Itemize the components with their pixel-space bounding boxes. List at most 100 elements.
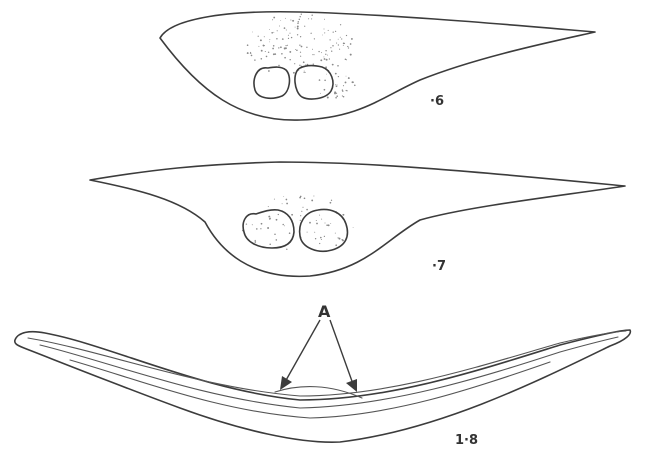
stipple-dot: [324, 19, 325, 20]
stipple-dot: [285, 18, 286, 19]
stipple-dot: [319, 79, 321, 81]
stipple-dot: [307, 232, 308, 233]
stipple-dot: [324, 89, 326, 91]
stipple-dot: [314, 232, 315, 233]
stipple-dot: [338, 237, 339, 238]
stipple-dot: [343, 85, 344, 86]
stipple-dot: [272, 48, 274, 50]
stipple-dot: [267, 227, 269, 229]
stipple-dot: [350, 54, 352, 56]
stipple-dot: [348, 47, 349, 48]
stipple-dot: [298, 21, 299, 22]
stipple-dot: [278, 47, 279, 48]
stipple-dot: [278, 214, 279, 215]
stipple-dot: [320, 59, 322, 61]
stipple-dot: [268, 206, 269, 207]
stipple-dot: [271, 32, 273, 34]
stipple-dot: [286, 203, 288, 205]
stipple-dot: [333, 31, 334, 32]
section-8-outline: [15, 330, 631, 442]
stipple-dot: [260, 39, 262, 41]
stipple-dot: [273, 53, 275, 55]
stipple-dot: [270, 218, 271, 219]
stipple-dot: [299, 19, 300, 20]
stipple-dot: [335, 97, 337, 99]
stipple-dot: [335, 31, 336, 32]
stipple-dot: [276, 38, 278, 40]
section-6-stipple: [247, 14, 356, 99]
stipple-dot: [336, 95, 338, 97]
stipple-dot: [292, 20, 294, 22]
stipple-dot: [322, 35, 323, 36]
stipple-dot: [350, 43, 352, 45]
stipple-dot: [344, 43, 345, 44]
section-7-left-cavity: [243, 210, 294, 248]
stipple-dot: [335, 244, 337, 246]
stipple-dot: [311, 33, 312, 34]
pointer-a-left: [285, 320, 320, 382]
stipple-dot: [330, 47, 331, 48]
stipple-dot: [280, 46, 282, 48]
stipple-dot: [289, 59, 290, 60]
stipple-dot: [297, 34, 298, 35]
stipple-dot: [281, 53, 283, 55]
pointer-a-right: [330, 320, 353, 384]
section-8-label: 1·8: [455, 433, 478, 448]
stipple-dot: [342, 214, 344, 216]
stipple-dot: [252, 32, 253, 33]
stipple-dot: [295, 49, 296, 50]
stipple-dot: [341, 38, 342, 39]
stipple-dot: [328, 30, 329, 31]
stipple-dot: [346, 76, 347, 77]
stipple-dot: [274, 234, 276, 236]
stipple-dot: [277, 30, 278, 31]
stipple-dot: [304, 26, 305, 27]
stipple-dot: [296, 49, 298, 51]
stipple-dot: [324, 58, 326, 60]
stipple-dot: [306, 47, 307, 48]
stipple-dot: [251, 55, 253, 57]
stipple-dot: [289, 232, 291, 234]
stipple-dot: [329, 39, 330, 40]
section-8: 1·8: [15, 330, 631, 448]
stipple-dot: [330, 202, 332, 204]
stipple-dot: [286, 249, 287, 250]
stipple-dot: [268, 70, 270, 72]
stipple-dot: [329, 58, 330, 59]
stipple-dot: [324, 29, 325, 30]
stipple-dot: [287, 45, 288, 46]
stipple-dot: [250, 52, 251, 53]
stipple-dot: [353, 227, 354, 228]
stipple-dot: [269, 244, 271, 246]
section-6-right-cavity: [295, 66, 333, 99]
stipple-dot: [314, 38, 315, 39]
stipple-dot: [311, 18, 312, 19]
stipple-dot: [313, 196, 314, 197]
stipple-dot: [300, 196, 302, 198]
stipple-dot: [332, 64, 334, 66]
stipple-dot: [300, 215, 301, 216]
stipple-dot: [328, 224, 330, 226]
stipple-dot: [300, 16, 301, 17]
stipple-dot: [280, 20, 281, 21]
section-6: ·6: [160, 12, 595, 120]
stipple-dot: [321, 219, 322, 220]
stipple-dot: [284, 27, 286, 29]
stipple-dot: [338, 39, 339, 40]
stipple-dot: [337, 65, 339, 67]
stipple-dot: [308, 18, 309, 19]
stipple-dot: [268, 52, 269, 53]
stipple-dot: [318, 51, 319, 52]
stipple-dot: [291, 214, 293, 216]
stipple-dot: [269, 39, 270, 40]
stipple-dot: [304, 71, 305, 72]
stipple-dot: [338, 76, 339, 77]
stipple-dot: [284, 57, 286, 59]
section-8-inner-arc: [275, 387, 362, 398]
stipple-dot: [300, 220, 301, 221]
stipple-dot: [294, 63, 295, 64]
stipple-dot: [279, 26, 280, 27]
stipple-dot: [261, 50, 263, 52]
section-7-right-cavity: [300, 210, 348, 252]
stipple-dot: [331, 51, 332, 52]
